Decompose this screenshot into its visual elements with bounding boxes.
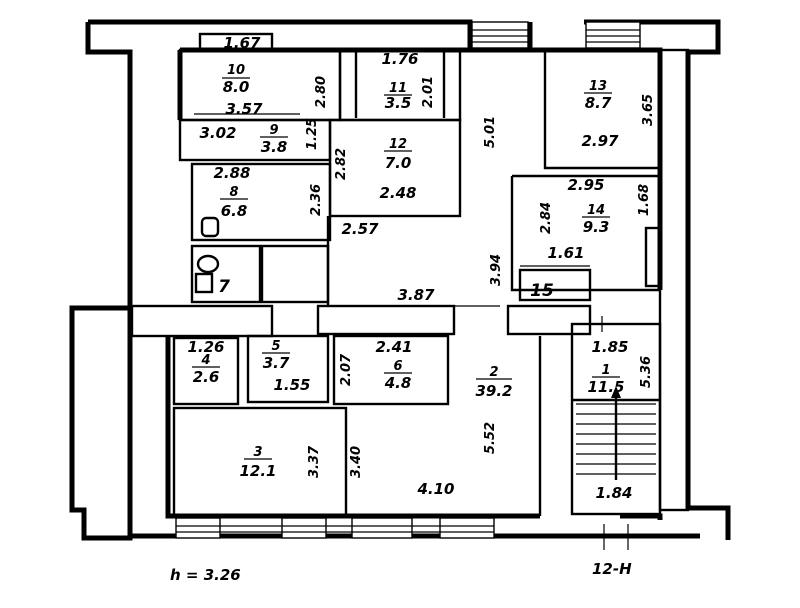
room-15-number: 15 <box>530 281 554 301</box>
dim-label: 2.82 <box>334 148 349 180</box>
top-window-1 <box>471 21 529 49</box>
dimension-ticks <box>194 113 629 550</box>
stairs-icon <box>576 386 656 480</box>
room-11-number: 11 <box>389 81 407 96</box>
dim-label: 1.61 <box>547 244 584 262</box>
room-2-area: 39.2 <box>475 382 512 400</box>
room-12-number: 12 <box>389 137 407 152</box>
dim-label: 2.07 <box>339 353 354 386</box>
dim-label: 2.01 <box>421 76 436 108</box>
right-pilasters <box>644 48 690 512</box>
room-8-area: 6.8 <box>221 202 248 220</box>
room-3-area: 12.1 <box>239 462 276 480</box>
room-6-number: 6 <box>393 359 402 374</box>
room-13-number: 13 <box>589 79 607 94</box>
dim-label: 3.57 <box>225 100 263 118</box>
dim-label: 2.84 <box>539 202 554 234</box>
dim-label: 3.94 <box>489 254 504 286</box>
room-8-number: 8 <box>229 185 238 200</box>
room-1-area: 11.5 <box>587 378 624 396</box>
dim-label: 5.52 <box>483 422 498 454</box>
room-11-area: 3.5 <box>385 94 412 112</box>
room-14-area: 9.3 <box>583 218 610 236</box>
dim-label: 3.40 <box>349 446 364 478</box>
room-2-number: 2 <box>489 365 498 380</box>
dim-label: 1.26 <box>187 338 224 356</box>
sink-icon <box>200 216 220 238</box>
room-13-area: 8.7 <box>585 94 612 112</box>
ceiling-height-note: h = 3.26 <box>170 566 241 584</box>
room-10-number: 10 <box>227 63 245 78</box>
toilet-icon <box>194 254 220 294</box>
room-14-number: 14 <box>587 203 605 218</box>
dim-label: 1.76 <box>381 50 418 68</box>
top-window-2 <box>585 21 641 49</box>
dim-label: 5.01 <box>483 116 498 148</box>
dim-label: 1.25 <box>305 118 320 150</box>
dim-label: 2.88 <box>213 164 250 182</box>
room-4-area: 2.6 <box>193 368 220 386</box>
room-9-area: 3.8 <box>261 138 288 156</box>
dim-label: 1.67 <box>223 34 261 52</box>
room-5-area: 3.7 <box>263 354 290 372</box>
dim-label: 2.48 <box>379 184 416 202</box>
dim-label: 4.10 <box>416 480 454 498</box>
dim-label: 3.37 <box>307 445 322 478</box>
dimension-labels: 1.67 2.80 3.57 1.76 2.01 5.01 3.65 2.97 … <box>187 34 656 502</box>
dim-label: 2.95 <box>567 176 604 194</box>
room-labels: 10 8.0 11 3.5 13 8.7 9 3.8 12 7.0 8 6.8 … <box>192 63 625 480</box>
dim-label: 3.87 <box>397 286 435 304</box>
dim-label: 2.97 <box>581 132 619 150</box>
dim-label: 1.55 <box>273 376 310 394</box>
dim-label: 1.68 <box>637 184 652 216</box>
room-7-number: 7 <box>218 277 230 297</box>
bottom-windows <box>175 517 495 539</box>
dim-label: 2.41 <box>375 338 412 356</box>
dim-label: 3.02 <box>199 124 236 142</box>
room-9-number: 9 <box>269 123 278 138</box>
room-12-area: 7.0 <box>385 154 412 172</box>
room-10-area: 8.0 <box>223 78 250 96</box>
stair-code-label: 12-H <box>592 560 632 578</box>
dim-label: 2.36 <box>309 184 324 216</box>
dim-label: 2.80 <box>314 76 329 108</box>
room-3-number: 3 <box>253 445 262 460</box>
interior-partitions <box>130 32 662 518</box>
room-4-number: 4 <box>200 353 210 368</box>
dim-label: 5.36 <box>639 356 654 388</box>
room-6-area: 4.8 <box>384 374 412 392</box>
dim-label: 2.57 <box>341 220 379 238</box>
room-5-number: 5 <box>271 339 280 354</box>
dim-label: 3.65 <box>641 94 656 126</box>
dim-label: 1.84 <box>595 484 632 502</box>
room-1-number: 1 <box>601 363 610 378</box>
dim-label: 1.85 <box>591 338 628 356</box>
